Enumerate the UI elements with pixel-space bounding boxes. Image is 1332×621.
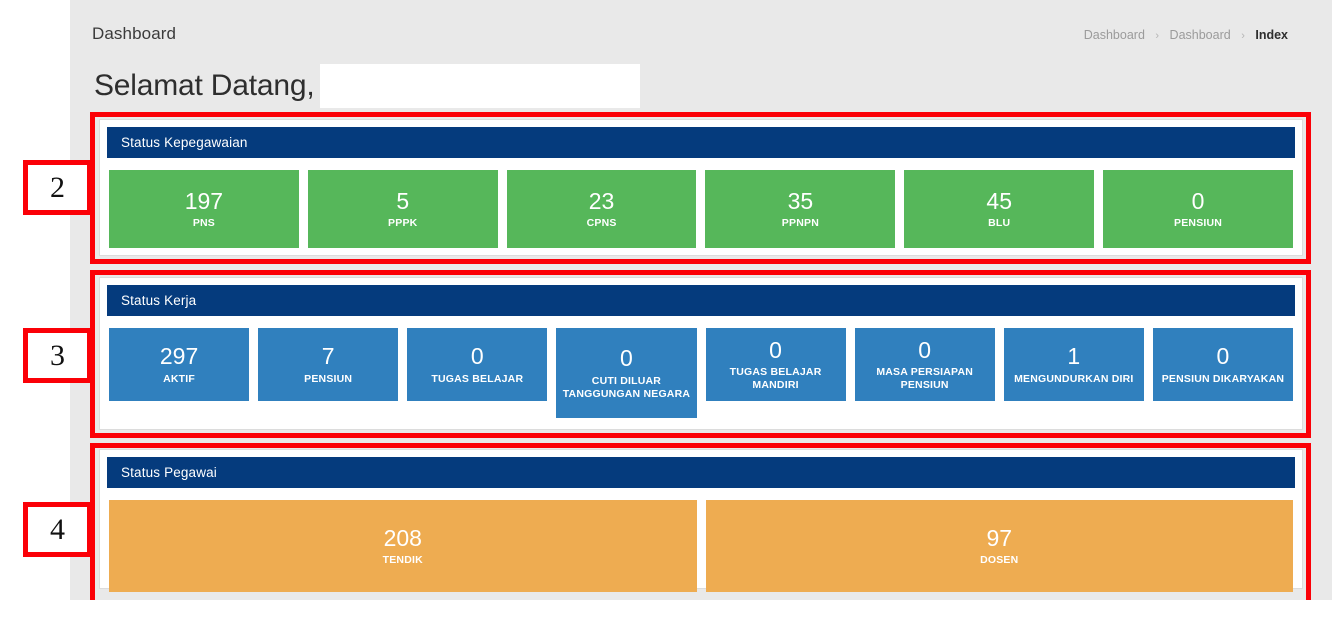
stat-value: 35 [787,187,814,214]
stat-value: 0 [620,345,633,372]
stat-label: PENSIUN [304,372,353,385]
stat-label: TENDIK [382,554,423,567]
stat-label: TUGAS BELAJAR [431,372,524,385]
panel-status-kepegawaian: Status Kepegawaian 197 PNS 5 PPPK 23 CPN… [99,119,1303,256]
stat-card-pns[interactable]: 197 PNS [109,170,299,248]
panel-status-kerja: Status Kerja 297 AKTIF 7 PENSIUN 0 TUGAS… [99,277,1303,430]
stat-card-mengundurkan-diri[interactable]: 1 MENGUNDURKAN DIRI [1003,328,1144,401]
stat-card-masa-persiapan-pensiun[interactable]: 0 MASA PERSIAPAN PENSIUN [854,328,995,401]
stat-value: 0 [1216,343,1230,370]
panel-header-status-kepegawaian: Status Kepegawaian [107,127,1295,158]
stat-card-tugas-belajar-mandiri[interactable]: 0 TUGAS BELAJAR MANDIRI [705,328,846,401]
stat-value: 0 [470,343,484,370]
stat-value: 197 [184,187,224,214]
stat-value: 0 [769,336,782,363]
breadcrumb-separator-icon: › [1155,30,1160,42]
panel-header-status-kerja: Status Kerja [107,285,1295,316]
stat-card-cpns[interactable]: 23 CPNS [506,170,697,248]
stat-label: AKTIF [163,372,196,385]
stat-label: BLU [988,217,1011,230]
stat-label: CUTI DILUAR TANGGUNGAN NEGARA [562,374,691,400]
welcome-row: Selamat Datang, [94,62,641,110]
panel-body-status-pegawai: 208 TENDIK 97 DOSEN [100,488,1302,604]
stat-value: 297 [159,343,199,370]
panel-body-status-kerja: 297 AKTIF 7 PENSIUN 0 TUGAS BELAJAR 0 CU… [100,316,1302,430]
stat-label: PENSIUN [1174,217,1223,230]
welcome-greeting: Selamat Datang, [94,69,315,102]
stat-value: 7 [321,343,335,370]
stat-label: TUGAS BELAJAR MANDIRI [729,366,822,392]
stat-value: 208 [383,524,422,551]
stat-value: 45 [986,187,1013,214]
annotation-badge-3: 3 [23,328,92,383]
stat-card-pensiun-dikaryakan[interactable]: 0 PENSIUN DIKARYAKAN [1152,328,1293,401]
stat-label: MASA PERSIAPAN PENSIUN [876,366,974,392]
stat-card-aktif[interactable]: 297 AKTIF [109,328,250,401]
topbar: Dashboard Dashboard › Dashboard › Index [92,18,1310,58]
stat-card-dosen[interactable]: 97 DOSEN [705,500,1293,592]
panel-body-status-kepegawaian: 197 PNS 5 PPPK 23 CPNS 35 PPNPN 45 BLU 0… [100,158,1302,260]
annotation-badge-4: 4 [23,502,92,557]
breadcrumb-separator-icon: › [1241,30,1245,42]
panel-header-status-pegawai: Status Pegawai [107,457,1295,488]
stat-label: DOSEN [980,554,1019,567]
page-title: Dashboard [92,24,177,43]
stat-label: PPPK [388,217,418,230]
stat-value: 5 [396,187,410,214]
stat-value: 1 [1067,343,1081,370]
breadcrumb-item-2[interactable]: Dashboard [1169,28,1231,42]
breadcrumb: Dashboard › Dashboard › Index [1084,28,1288,42]
annotation-badge-2: 2 [23,160,92,215]
stat-value: 23 [588,187,615,214]
stat-card-pensiun[interactable]: 7 PENSIUN [258,328,399,401]
stat-value: 0 [1191,187,1205,214]
stat-card-blu[interactable]: 45 BLU [904,170,1095,248]
stat-label: PPNPN [781,217,819,230]
stat-value: 0 [918,336,932,363]
stat-card-pppk[interactable]: 5 PPPK [307,170,498,248]
stat-card-tendik[interactable]: 208 TENDIK [109,500,697,592]
stat-card-tugas-belajar[interactable]: 0 TUGAS BELAJAR [407,328,548,401]
breadcrumb-item-1[interactable]: Dashboard [1083,28,1145,42]
stat-label: MENGUNDURKAN DIRI [1014,372,1134,385]
user-name-field[interactable] [320,64,641,108]
stat-label: PENSIUN DIKARYAKAN [1161,372,1285,385]
stat-card-pensiun[interactable]: 0 PENSIUN [1103,170,1293,248]
stat-value: 97 [986,524,1013,551]
breadcrumb-item-current: Index [1255,28,1288,42]
stat-card-cuti-diluar-tanggungan-negara[interactable]: 0 CUTI DILUAR TANGGUNGAN NEGARA [556,328,697,418]
stat-label: CPNS [586,217,617,230]
stat-label: PNS [192,217,216,230]
stat-card-ppnpn[interactable]: 35 PPNPN [705,170,896,248]
panel-status-pegawai: Status Pegawai 208 TENDIK 97 DOSEN [99,449,1303,592]
page-bottom-margin [0,600,1332,621]
